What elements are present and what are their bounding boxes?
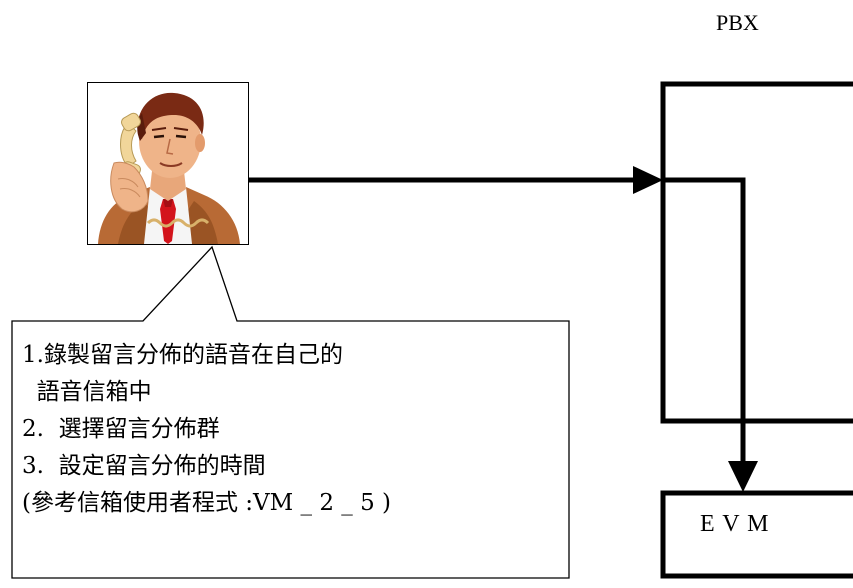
pbx-label: PBX xyxy=(716,10,759,35)
callout-line-4: 3. 設定留言分佈的時間 xyxy=(22,453,266,479)
callout-line-5: (參考信箱使用者程式 :VM _ 2 _ 5 ) xyxy=(22,490,391,516)
callout-bubble xyxy=(11,245,570,579)
evm-box xyxy=(660,490,853,579)
pbx-box xyxy=(660,81,853,424)
callout-line-3: 2. 選擇留言分佈群 xyxy=(22,416,220,442)
routing-arrow-head xyxy=(728,461,758,492)
caller-photo-frame xyxy=(87,82,249,245)
callout-line-1: 1.錄製留言分佈的語音在自己的 xyxy=(22,342,343,368)
callout-line-2: 語音信箱中 xyxy=(22,379,152,405)
call-arrow-head xyxy=(633,166,663,194)
callout-text: 1.錄製留言分佈的語音在自己的 語音信箱中 2. 選擇留言分佈群 3. 設定留言… xyxy=(22,337,567,522)
routing-line xyxy=(663,177,746,468)
man-on-phone-icon xyxy=(98,92,240,244)
evm-label: E V M xyxy=(700,511,770,537)
